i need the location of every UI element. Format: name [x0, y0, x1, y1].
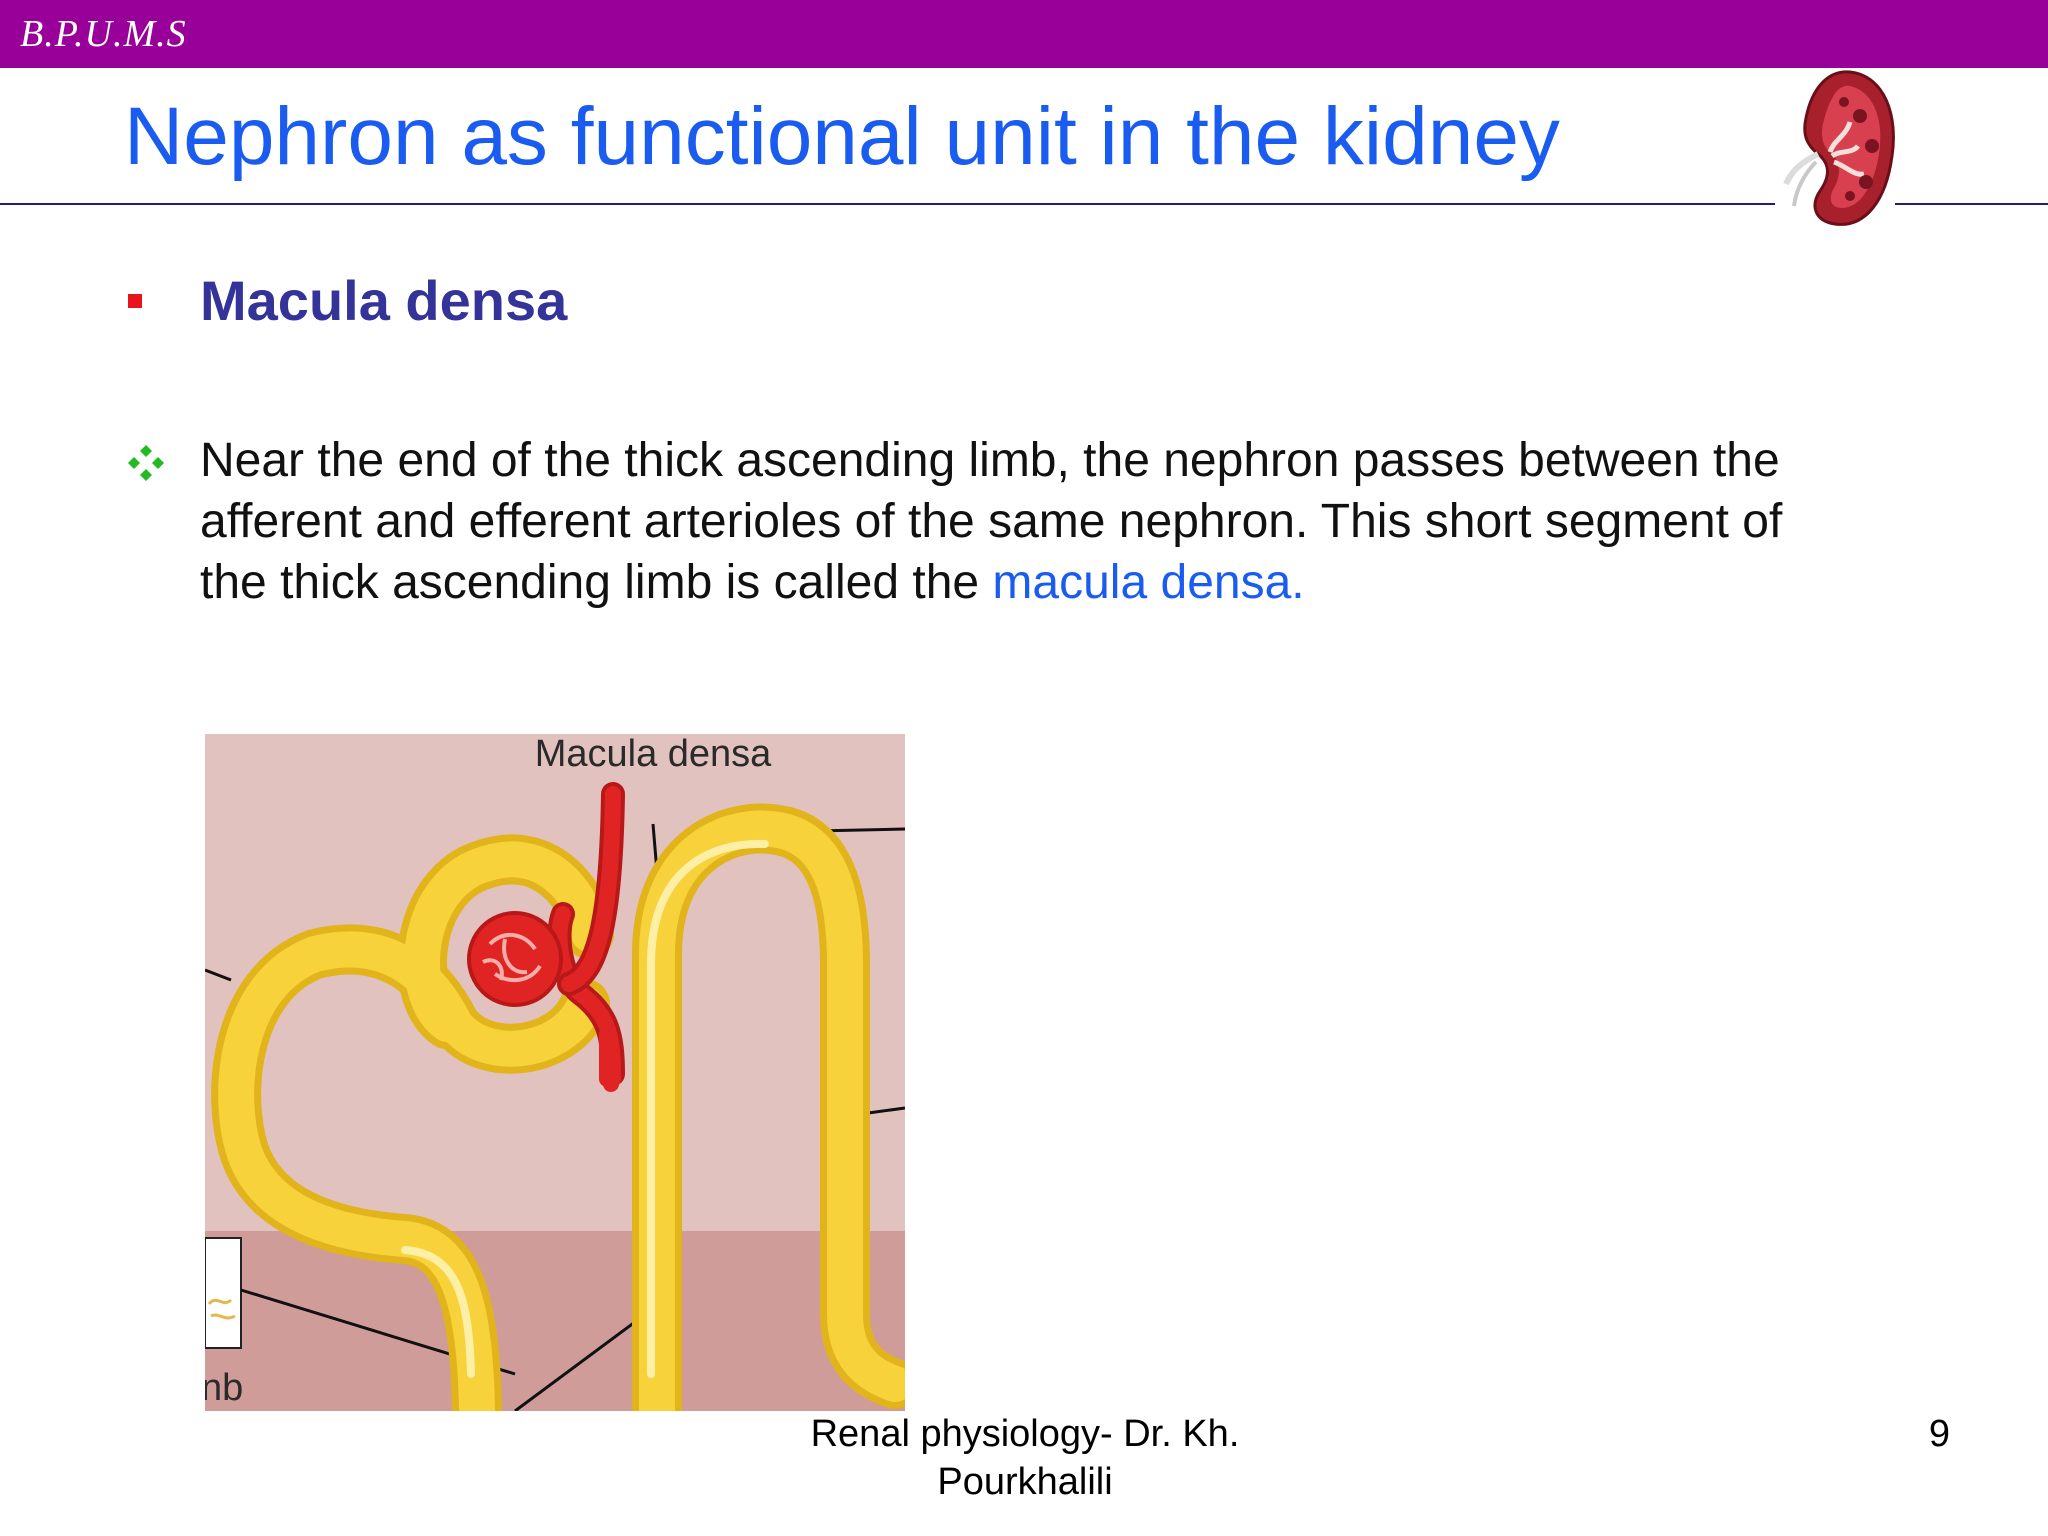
footer-line-1: Renal physiology- Dr. Kh.: [810, 1413, 1240, 1455]
body-line-3: the thick ascending limb is called the m…: [200, 552, 1900, 613]
top-bar: B.P.U.M.S: [0, 0, 2048, 68]
diamond-bullet-icon: [128, 445, 164, 481]
square-bullet-icon: [128, 294, 142, 308]
label-box: [205, 1237, 242, 1349]
title-divider-right: [1895, 203, 2048, 205]
body-line-2: afferent and efferent arterioles of the …: [200, 495, 1783, 548]
body-line-1: Near the end of the thick ascending limb…: [200, 434, 1780, 487]
macula-densa-highlight: macula densa.: [992, 556, 1305, 609]
body-line-3-text: the thick ascending limb is called the: [200, 556, 993, 609]
footer-author: Renal physiology- Dr. Kh. Pourkhalili: [780, 1410, 1270, 1506]
body-paragraph: Near the end of the thick ascending limb…: [200, 430, 1900, 613]
slide-title: Nephron as functional unit in the kidney: [124, 91, 1560, 182]
section-heading: Macula densa: [200, 269, 568, 332]
figure-label-macula-densa: Macula densa: [535, 734, 772, 775]
glomerulus: [467, 911, 563, 1007]
figure-partial-label: nb: [205, 1367, 243, 1409]
medulla-region: [205, 1231, 905, 1411]
org-label: B.P.U.M.S: [20, 13, 187, 55]
nephron-diagram: Macula densa nb: [205, 734, 905, 1411]
title-divider: [0, 203, 1775, 205]
page-number: 9: [1928, 1413, 1950, 1455]
kidney-icon: [1783, 70, 1895, 226]
footer-line-2: Pourkhalili: [937, 1461, 1113, 1503]
